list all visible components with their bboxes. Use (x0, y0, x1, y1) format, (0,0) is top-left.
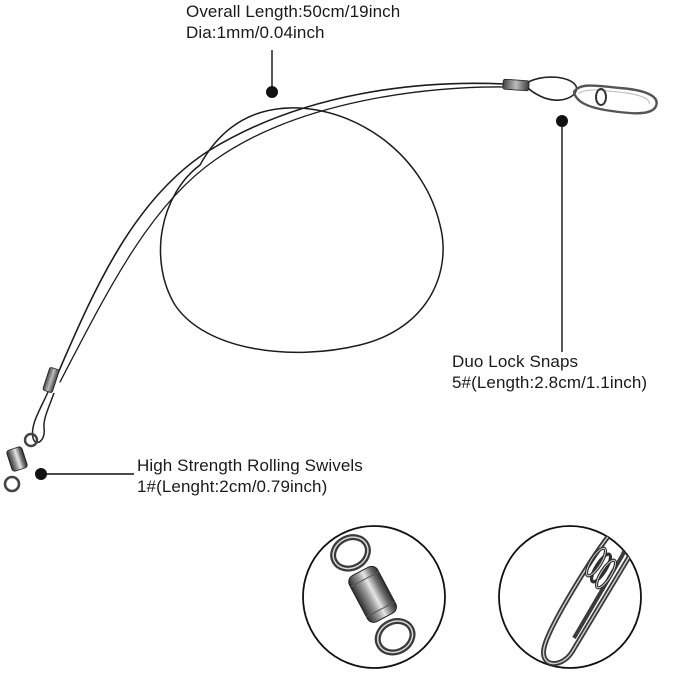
wire-leader (54, 82, 506, 383)
wire-eye-bottom (31, 391, 55, 444)
wire-diameter-label: Dia:1mm/0.04inch (186, 23, 325, 42)
wire-length-label: Overall Length:50cm/19inch (186, 2, 401, 21)
inset-snap (498, 525, 642, 669)
pointer-dot-wire (266, 86, 278, 98)
callout-wire-spec: Overall Length:50cm/19inch Dia:1mm/0.04i… (186, 1, 400, 43)
swivel-assembly (3, 367, 60, 493)
snap-assembly (502, 76, 658, 115)
snap-size-label: 5#(Length:2.8cm/1.1inch) (452, 373, 648, 392)
callout-snap-spec: Duo Lock Snaps 5#(Length:2.8cm/1.1inch) (452, 351, 647, 393)
wire-strand-main (54, 82, 506, 381)
crimp-sleeve-top (502, 78, 530, 92)
wire-eye-top (527, 76, 578, 101)
pointer-dot-snap (556, 115, 568, 127)
swivel-name-label: High Strength Rolling Swivels (137, 456, 363, 475)
swivel-barrel-icon (348, 565, 397, 623)
crimp-sleeve-bottom (42, 367, 60, 393)
inset-swivel (302, 525, 446, 669)
pointer-dot-swivel (35, 468, 47, 480)
leader-lines (35, 50, 568, 480)
callout-swivel-spec: High Strength Rolling Swivels 1#(Lenght:… (137, 455, 363, 497)
wire-coil-loop (159, 107, 444, 354)
snap-wrap-top (595, 88, 607, 106)
snap-name-label: Duo Lock Snaps (452, 352, 579, 371)
swivel-size-label: 1#(Lenght:2cm/0.79inch) (137, 477, 328, 496)
duo-lock-snap-top (572, 84, 658, 115)
wire-strand-second (59, 86, 506, 383)
